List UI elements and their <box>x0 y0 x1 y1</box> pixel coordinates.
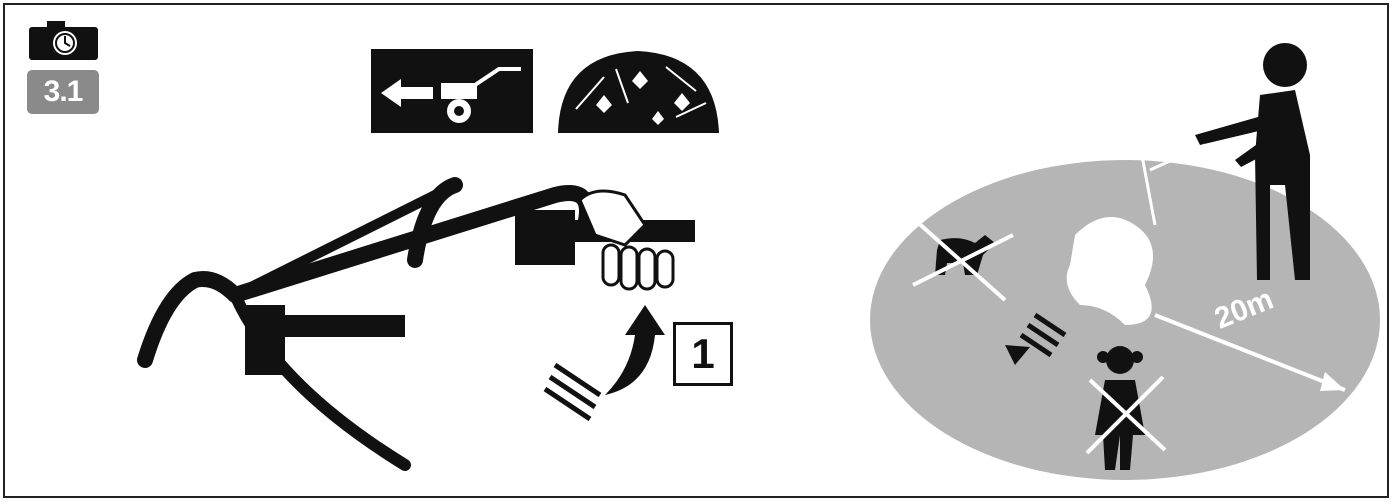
child-prohibited-icon <box>1085 346 1167 470</box>
dog-prohibited-icon <box>912 218 1014 302</box>
step-badge: 3.1 <box>27 70 99 114</box>
callout-number-box: 1 <box>673 322 733 386</box>
operator-figure <box>1195 43 1310 280</box>
rotating-blades-icon <box>558 51 719 133</box>
safety-zone-scene <box>870 43 1380 480</box>
reverse-direction-icon <box>371 49 533 133</box>
instruction-frame: 3.1 <box>3 3 1389 498</box>
camera-timer-icon <box>29 21 98 60</box>
tiller-handlebar <box>137 177 695 471</box>
